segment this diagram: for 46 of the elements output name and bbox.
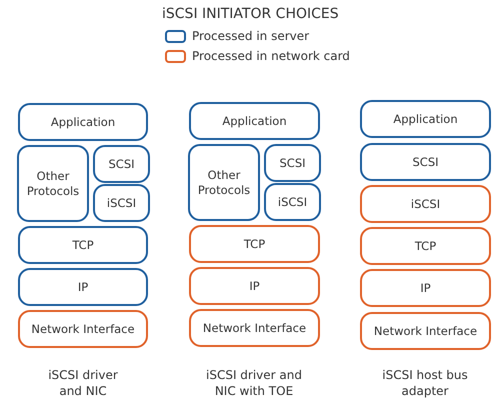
layer-box [264, 144, 321, 182]
layer-box [360, 312, 491, 350]
layer-box [189, 309, 320, 347]
layer-label: iSCSI [410, 196, 440, 212]
legend-label: Processed in network card [192, 49, 350, 63]
layer-box [18, 103, 148, 141]
layer-box [360, 185, 491, 223]
layer-box [18, 310, 148, 348]
layer-label: IP [420, 280, 431, 296]
layer-box [189, 267, 320, 305]
column-caption: iSCSI driver and NIC with TOE [205, 367, 303, 400]
layer-box [188, 144, 260, 221]
layer-label: TCP [72, 238, 94, 252]
layer-label: iSCSI [106, 196, 136, 210]
layer-box [264, 183, 321, 221]
layer-box [360, 269, 491, 307]
layer-box [18, 226, 148, 264]
layer-box [17, 145, 89, 222]
layer-label: Application [393, 112, 458, 126]
title: iSCSI INITIATOR CHOICES [162, 6, 339, 22]
layer-label: Network Interface [31, 322, 135, 336]
layer-label: Other Protocols [196, 168, 252, 197]
layer-box [18, 268, 148, 306]
layer-box [189, 225, 320, 263]
column-caption: iSCSI driver and NIC [47, 367, 119, 400]
layer-label: Application [50, 114, 116, 130]
layer-box [189, 102, 320, 140]
layer-box [360, 143, 491, 181]
layer-label: iSCSI [278, 194, 308, 210]
layer-box [93, 145, 150, 183]
layer-label: Other Protocols [26, 169, 80, 198]
layer-box [93, 184, 150, 222]
layer-label: TCP [414, 238, 436, 254]
legend-label: Processed in server [192, 29, 310, 43]
layer-label: IP [249, 278, 260, 294]
layer-label: SCSI [108, 156, 135, 172]
layer-box [360, 227, 491, 265]
layer-label: Network Interface [374, 324, 478, 338]
layer-label: TCP [244, 236, 266, 252]
layer-label: Application [222, 114, 287, 128]
layer-box [360, 100, 491, 138]
layer-label: SCSI [279, 156, 306, 170]
layer-label: IP [78, 280, 88, 294]
column-caption: iSCSI host bus adapter [381, 367, 469, 400]
layer-label: Network Interface [202, 320, 306, 336]
layer-label: SCSI [412, 154, 439, 170]
